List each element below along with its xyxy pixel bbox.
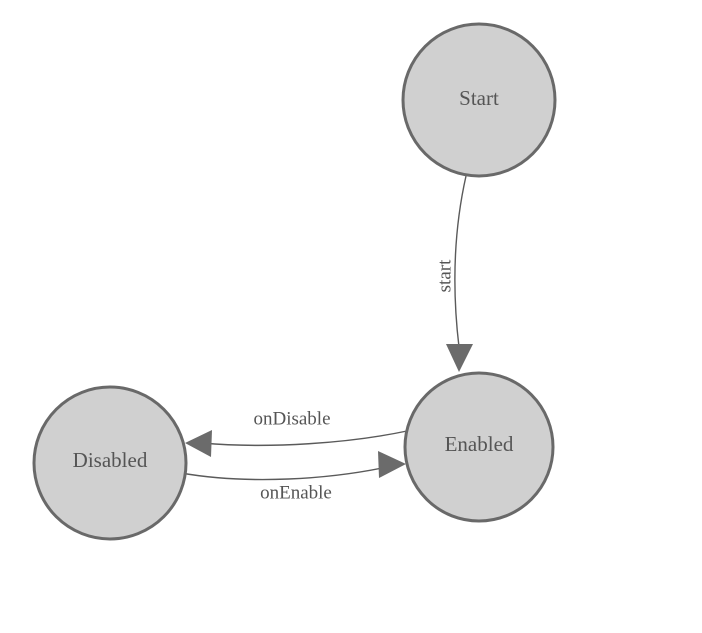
edge-enabled-to-disabled[interactable]: onDisable (185, 408, 408, 457)
state-label-disabled: Disabled (73, 448, 148, 472)
edge-path-enabled-to-disabled (201, 430, 408, 447)
arrowhead-enabled-to-disabled (185, 430, 212, 457)
edge-label-start: start (434, 259, 455, 292)
edge-path-start-to-enabled (454, 175, 467, 348)
state-node-disabled[interactable]: Disabled (32, 385, 188, 541)
state-node-start[interactable]: Start (401, 22, 557, 178)
arrowhead-start-to-enabled (446, 344, 473, 372)
arrowhead-disabled-to-enabled (378, 451, 406, 478)
state-circle-start[interactable] (401, 22, 557, 178)
edge-start-to-enabled[interactable]: start (434, 175, 473, 372)
state-circle-disabled[interactable] (32, 385, 188, 541)
edge-label-ondisable: onDisable (253, 408, 330, 429)
state-node-enabled[interactable]: Enabled (403, 371, 555, 523)
edge-disabled-to-enabled[interactable]: onEnable (180, 451, 406, 503)
edge-path-disabled-to-enabled (180, 466, 388, 481)
state-label-start: Start (459, 86, 499, 110)
state-label-enabled: Enabled (445, 432, 514, 456)
state-circle-enabled[interactable] (403, 371, 555, 523)
edge-label-onenable: onEnable (260, 482, 332, 503)
